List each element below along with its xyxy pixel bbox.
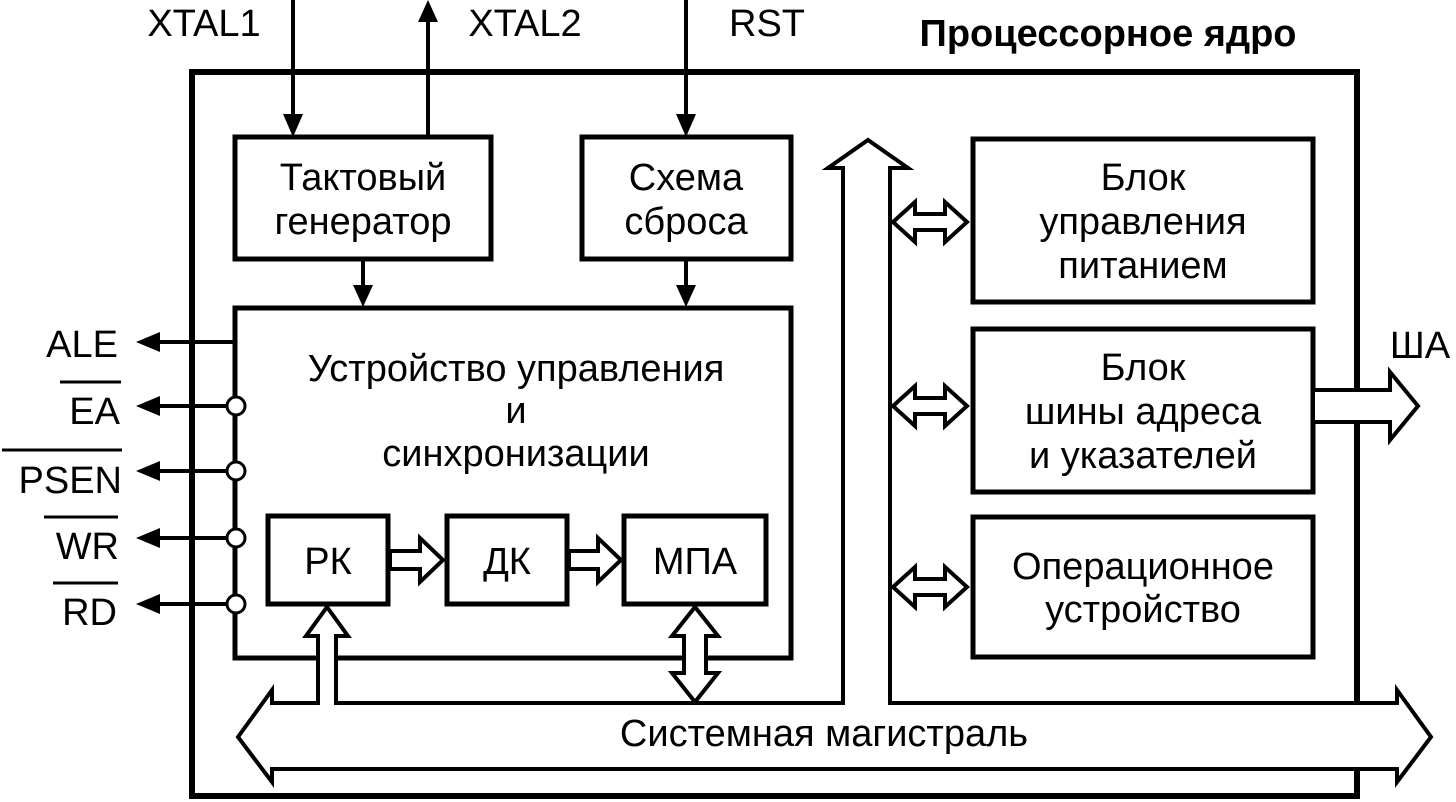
ea-output: EA — [60, 380, 247, 433]
system-bus — [235, 137, 1434, 788]
reset-to-control-arrow — [676, 259, 696, 307]
rk-block: РК — [265, 513, 391, 607]
xtal2-wire — [418, 0, 438, 137]
bus-address-arrow — [890, 381, 970, 431]
pin-rst-label: RST — [729, 3, 805, 45]
dk-label: ДК — [483, 541, 531, 583]
alu-label-2: устройство — [1045, 589, 1241, 631]
pin-psen-label: PSEN — [19, 460, 122, 502]
pin-ea-label: EA — [69, 391, 120, 433]
address-bus-output-arrow — [1311, 366, 1421, 446]
pin-sha-label: ША — [1390, 325, 1451, 367]
clock-generator-block: Тактовый генератор — [232, 134, 494, 262]
bus-power-arrow — [890, 197, 970, 247]
pin-rd-label: RD — [62, 592, 117, 634]
control-unit-label-3: синхронизации — [382, 433, 649, 475]
mpa-bus-arrow — [667, 603, 723, 706]
clock-generator-label-1: Тактовый — [280, 157, 447, 199]
alu-label-1: Операционное — [1012, 546, 1274, 588]
wr-output: WR — [44, 515, 247, 568]
address-bus-unit-label-2: шины адреса — [1025, 391, 1262, 433]
system-bus-label: Системная магистраль — [620, 713, 1028, 755]
dk-to-mpa-arrow — [567, 533, 624, 587]
ale-output: ALE — [46, 324, 235, 366]
address-bus-unit-label-1: Блок — [1101, 347, 1186, 389]
address-bus-unit-block: Блок шины адреса и указателей — [970, 326, 1316, 495]
control-unit-label-1: Устройство управления — [308, 348, 725, 390]
control-unit-label-2: и — [505, 390, 526, 432]
rd-output: RD — [53, 581, 247, 634]
pin-xtal1-label: XTAL1 — [147, 3, 260, 45]
reset-circuit-label-2: сброса — [624, 201, 748, 243]
xtal1-wire — [283, 0, 303, 137]
power-control-block: Блок управления питанием — [970, 136, 1316, 305]
alu-block: Операционное устройство — [970, 514, 1316, 660]
power-control-label-3: питанием — [1058, 245, 1227, 287]
clock-generator-label-2: генератор — [275, 201, 452, 243]
processor-core-frame — [189, 69, 1360, 799]
psen-output: PSEN — [2, 448, 247, 502]
power-control-label-1: Блок — [1101, 157, 1186, 199]
reset-circuit-block: Схема сброса — [579, 134, 794, 262]
bus-alu-arrow — [890, 562, 970, 612]
mpa-label: МПА — [653, 541, 738, 583]
rk-to-dk-arrow — [388, 533, 446, 587]
reset-circuit-label-1: Схема — [629, 157, 744, 199]
dk-block: ДК — [444, 513, 570, 607]
rk-label: РК — [304, 541, 351, 583]
pin-ale-label: ALE — [46, 324, 118, 366]
clock-to-control-arrow — [353, 259, 373, 307]
mpa-block: МПА — [621, 513, 769, 607]
pin-xtal2-label: XTAL2 — [468, 3, 581, 45]
diagram-title: Процессорное ядро — [920, 13, 1297, 55]
pin-wr-label: WR — [56, 526, 119, 568]
rst-wire — [676, 0, 696, 137]
power-control-label-2: управления — [1039, 201, 1246, 243]
address-bus-unit-label-3: и указателей — [1029, 435, 1257, 477]
